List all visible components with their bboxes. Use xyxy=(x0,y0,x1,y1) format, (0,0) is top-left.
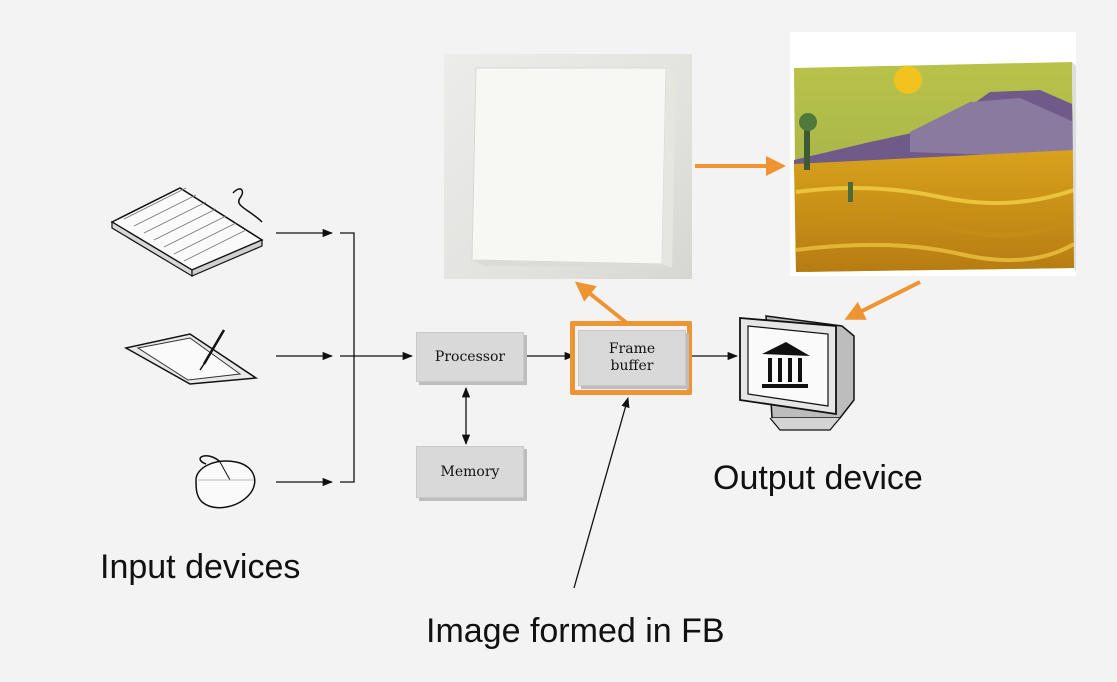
fb-to-canvas-arrow xyxy=(574,281,630,326)
processor-box: Processor xyxy=(416,332,524,382)
keyboard-icon xyxy=(110,187,264,278)
mouse-icon xyxy=(195,455,256,509)
crt-monitor-icon xyxy=(739,315,855,431)
frame-buffer-highlight xyxy=(570,321,692,395)
blank-canvas-drawing xyxy=(471,67,676,268)
wheat-field-painting-image xyxy=(790,32,1076,276)
blank-canvas-image xyxy=(444,54,692,279)
input-devices-label: Input devices xyxy=(100,548,301,586)
memory-box: Memory xyxy=(416,446,524,498)
input-bracket xyxy=(340,232,355,483)
output-device-label: Output device xyxy=(713,459,923,497)
painting-drawing xyxy=(794,62,1076,272)
painting-to-monitor-arrow xyxy=(844,280,921,320)
frame-buffer-box: Frame buffer xyxy=(578,330,686,386)
graphics-tablet-icon xyxy=(123,329,259,385)
image-formed-label: Image formed in FB xyxy=(426,612,725,650)
image-formed-pointer xyxy=(573,396,630,589)
